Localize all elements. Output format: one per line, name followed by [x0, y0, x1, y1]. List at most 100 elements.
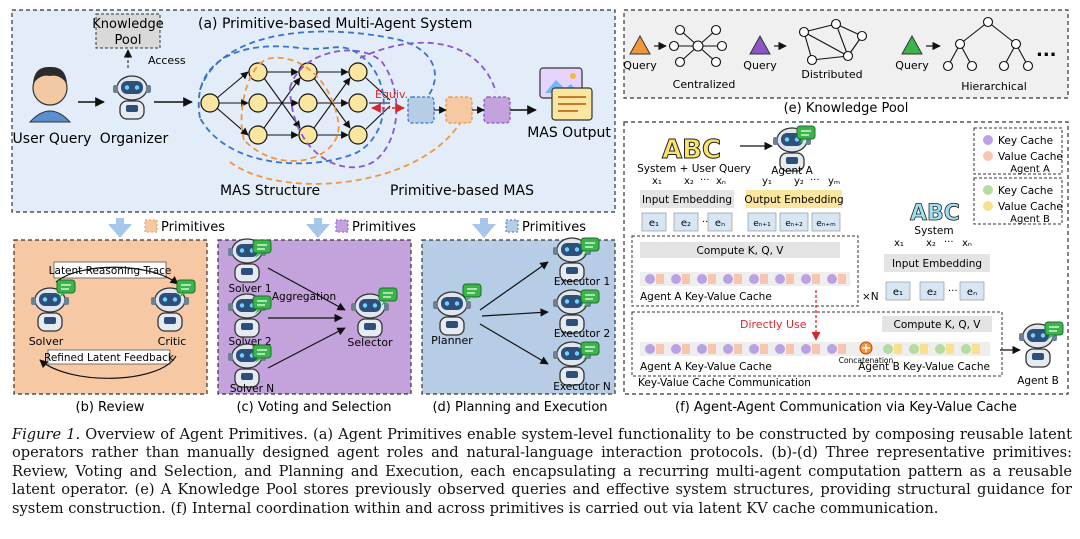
- svg-text:...: ...: [948, 283, 958, 294]
- knowledge-pool-box: Knowledge Pool: [92, 13, 164, 49]
- svg-text:Compute K, Q, V: Compute K, Q, V: [894, 319, 982, 331]
- down-arrows: [108, 218, 496, 238]
- svg-text:xₙ: xₙ: [716, 176, 726, 187]
- svg-text:System: System: [914, 225, 953, 237]
- figure-diagram: (a) Primitive-based Multi-Agent System K…: [11, 9, 1069, 415]
- svg-text:Value Cache: Value Cache: [998, 201, 1063, 213]
- svg-text:Concatenation: Concatenation: [839, 356, 894, 365]
- svg-text:...: ...: [944, 234, 954, 245]
- svg-text:Primitives: Primitives: [161, 220, 225, 235]
- user-query-label: User Query: [13, 131, 92, 147]
- planner-label: Planner: [431, 334, 473, 347]
- svg-text:e₁: e₁: [893, 287, 903, 298]
- agent-b-stack: [631, 311, 1003, 377]
- svg-text:y₁: y₁: [762, 176, 772, 187]
- svg-text:Agent A Key-Value Cache: Agent A Key-Value Cache: [640, 361, 772, 373]
- svg-text:Query: Query: [895, 59, 929, 72]
- svg-text:Key Cache: Key Cache: [998, 135, 1053, 147]
- svg-text:Centralized: Centralized: [673, 78, 736, 91]
- agent-a-stack: [631, 235, 859, 307]
- svg-text:Query: Query: [623, 59, 657, 72]
- svg-text:eₙ₊₁: eₙ₊₁: [753, 219, 771, 229]
- agent-a-embeddings: e₁ e₂ ... eₙ eₙ₊₁ eₙ₊₂ eₙ₊ₘ: [641, 212, 841, 232]
- svg-text:eₙ₊₂: eₙ₊₂: [785, 219, 803, 229]
- svg-text:Compute K, Q, V: Compute K, Q, V: [697, 245, 785, 257]
- svg-text:Agent B: Agent B: [1010, 214, 1050, 225]
- svg-text:Agent B: Agent B: [1017, 375, 1059, 387]
- primitive-groupings: [197, 30, 497, 185]
- svg-text:Agent A: Agent A: [771, 165, 813, 177]
- svg-text:x₂: x₂: [926, 238, 936, 249]
- svg-text:ABC: ABC: [910, 201, 960, 226]
- svg-text:Primitives: Primitives: [522, 220, 586, 235]
- solver-label: Solver: [29, 335, 64, 348]
- panel-f-caption: (f) Agent-Agent Communication via Key-Va…: [675, 400, 1017, 415]
- svg-text:Value Cache: Value Cache: [998, 151, 1063, 163]
- svg-text:y₂: y₂: [794, 176, 804, 187]
- centralized-structure: Query Centralized: [623, 24, 736, 91]
- primitive-blocks: [407, 96, 511, 124]
- mas-structure-graph: [210, 68, 391, 139]
- panel-e-caption: (e) Knowledge Pool: [784, 101, 909, 116]
- kv-communication-row: [640, 341, 990, 356]
- abc-logo-a: ABC: [662, 135, 722, 166]
- svg-text:x₁: x₁: [894, 238, 904, 249]
- equiv-label: Equiv.: [375, 88, 408, 101]
- svg-text:Solver 1: Solver 1: [228, 283, 271, 295]
- svg-text:Output Embedding: Output Embedding: [744, 194, 843, 206]
- svg-text:Distributed: Distributed: [801, 68, 862, 81]
- figure-caption: Figure 1. Overview of Agent Primitives. …: [12, 426, 1072, 518]
- panel-d-caption: (d) Planning and Execution: [432, 400, 607, 415]
- svg-text:Key Cache: Key Cache: [998, 185, 1053, 197]
- organizer-label: Organizer: [100, 131, 169, 147]
- svg-text:x₁: x₁: [652, 176, 662, 187]
- user-avatar: [28, 66, 72, 123]
- svg-text:Agent A: Agent A: [1010, 164, 1050, 175]
- svg-text:×N: ×N: [862, 291, 879, 303]
- latent-trace-label: Latent Reasoning Trace: [49, 265, 172, 277]
- svg-text:yₘ: yₘ: [828, 176, 840, 187]
- svg-text:Query: Query: [743, 59, 777, 72]
- svg-text:Knowledge: Knowledge: [92, 17, 163, 32]
- access-label: Access: [148, 54, 186, 67]
- svg-text:Executor 2: Executor 2: [554, 328, 610, 340]
- mas-output-label: MAS Output: [527, 125, 611, 141]
- svg-text:Pool: Pool: [115, 33, 142, 48]
- mas-nodes: [200, 62, 368, 145]
- svg-text:Primitives: Primitives: [352, 220, 416, 235]
- svg-text:...: ...: [1036, 40, 1057, 61]
- svg-text:Executor N: Executor N: [553, 381, 610, 393]
- selector-label: Selector: [347, 336, 393, 349]
- svg-text:Agent A Key-Value Cache: Agent A Key-Value Cache: [640, 291, 772, 303]
- agent-a-tokens: x₁ x₂ ... xₙ y₁ y₂ ... yₘ: [652, 172, 840, 187]
- hierarchical-structure: Query Hierarchical ...: [895, 16, 1057, 93]
- abc-logo-b: ABC: [910, 201, 961, 227]
- svg-text:x₂: x₂: [684, 176, 694, 187]
- panel-a-title: (a) Primitive-based Multi-Agent System: [198, 16, 472, 32]
- aggregation-label: Aggregation: [272, 291, 336, 303]
- svg-text:xₙ: xₙ: [962, 238, 972, 249]
- cache-legend-a: Key Cache Value Cache Agent A: [973, 127, 1063, 175]
- cache-legend-b: Key Cache Value Cache Agent B: [973, 177, 1063, 225]
- agent-a-kv-row: [640, 272, 850, 286]
- svg-text:System + User Query: System + User Query: [637, 163, 751, 175]
- refined-feedback-label: Refined Latent Feedback: [44, 352, 175, 364]
- svg-text:...: ...: [700, 172, 710, 183]
- svg-text:Agent B Key-Value Cache: Agent B Key-Value Cache: [858, 361, 990, 373]
- primitive-mas-label: Primitive-based MAS: [390, 183, 534, 199]
- svg-text:e₁: e₁: [649, 218, 659, 229]
- critic-label: Critic: [158, 335, 187, 348]
- svg-text:Hierarchical: Hierarchical: [961, 80, 1027, 93]
- svg-text:e₂: e₂: [681, 218, 691, 229]
- svg-text:ABC: ABC: [662, 135, 721, 165]
- distributed-structure: Query Distributed: [743, 18, 868, 81]
- svg-text:Key-Value Cache Communication: Key-Value Cache Communication: [638, 377, 811, 389]
- svg-text:Input Embedding: Input Embedding: [892, 258, 982, 270]
- svg-text:Solver N: Solver N: [230, 383, 274, 395]
- primitives-labels: Primitives Primitives Primitives: [144, 219, 586, 235]
- svg-text:e₂: e₂: [927, 287, 937, 298]
- caption-text: Overview of Agent Primitives. (a) Agent …: [12, 426, 1072, 517]
- directly-use-label: Directly Use: [740, 318, 807, 331]
- svg-text:eₙ: eₙ: [715, 218, 725, 229]
- caption-label: Figure 1.: [12, 426, 81, 443]
